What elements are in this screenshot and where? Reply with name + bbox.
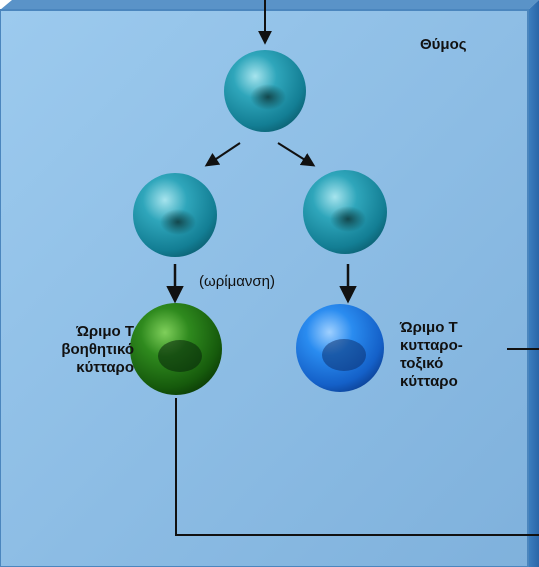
cytotoxic-label-line-1: Ώριμο Τ: [400, 319, 510, 337]
cytotoxic-label-line-2: κυτταρο-: [400, 337, 510, 355]
precursor-cell: [224, 50, 306, 132]
cytotoxic-label-line-3: τοξικό: [400, 355, 510, 373]
daughter-cell-right: [303, 170, 387, 254]
helper-label-line-2: βοηθητικό: [22, 341, 134, 359]
helper-label-line-3: κύτταρο: [22, 359, 134, 377]
helper-label-line-1: Ώριμο Τ: [22, 323, 134, 341]
organ-label: Θύμος: [420, 36, 467, 54]
daughter-cell-left: [133, 173, 217, 257]
maturation-label: (ωρίμανση): [199, 273, 275, 291]
cytotoxic-cell-label: Ώριμο Τ κυτταρο- τοξικό κύτταρο: [400, 319, 510, 391]
helper-t-cell: [130, 303, 222, 395]
cytotoxic-label-line-4: κύτταρο: [400, 373, 510, 391]
helper-cell-label: Ώριμο Τ βοηθητικό κύτταρο: [22, 323, 134, 377]
cytotoxic-t-cell: [296, 304, 384, 392]
